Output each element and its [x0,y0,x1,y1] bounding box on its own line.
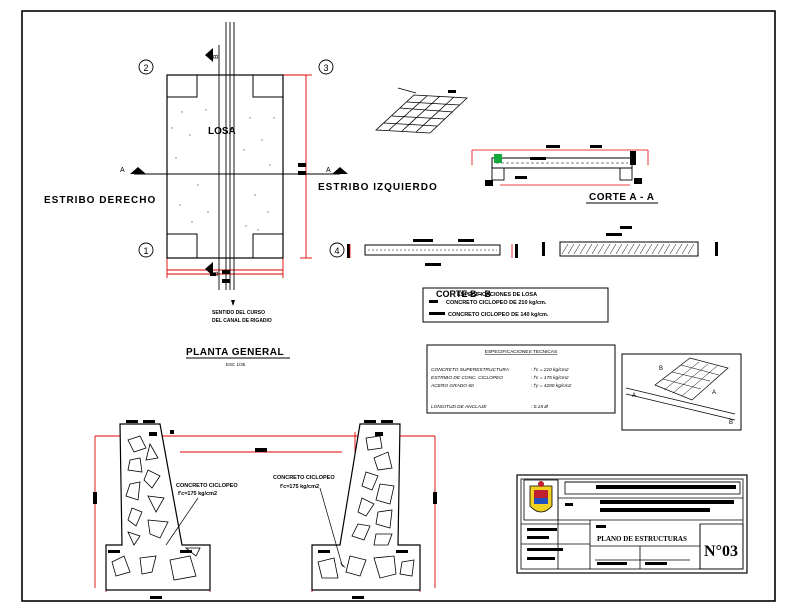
sheet-number: N°03 [704,543,738,560]
tech-specs-title: ESPECIFICACIONES TECNICAS [485,349,557,355]
tech-spec-label-4: LONGITUD DE ANCLAJE [431,404,487,410]
slab-specs-line2: CONCRETO CICLOPEO DE 140 kg/cm. [448,312,549,318]
plan-view: A A B B 2 3 1 4 LOSA ESTRIBO DERECHO EST… [44,22,438,367]
section-b-b-title: CORTE B - B [436,289,491,299]
axis-bubble-4: 4 [334,246,339,256]
tech-spec-label-2: ESTRIBO DE CONC. CICLOPEO [431,375,503,381]
flow-direction-line1: SENTIDO DEL CURSO [212,310,265,316]
slab-specs-line1: CONCRETO CICLOPEO DE 210 kg/cm. [446,300,547,306]
plan-scale: ESC 1/35 [226,362,246,367]
right-callout-line1: CONCRETO CICLOPEO [273,475,335,481]
title-block: PLANO DE ESTRUCTURAS N°03 [516,474,748,574]
axis-bubble-2: 2 [143,63,148,73]
label-estribo-izquierdo: ESTRIBO IZQUIERDO [318,182,438,193]
svg-text:B: B [659,366,663,372]
section-mark-b-bottom: B [213,271,220,276]
left-callout-line1: CONCRETO CICLOPEO [176,483,238,489]
section-mark-a-right: A [326,167,331,174]
section-b-b [347,226,718,266]
tech-spec-label-1: CONCRETO SUPERESTRUCTURA [431,367,509,373]
axis-bubble-3: 3 [323,63,328,73]
tech-spec-value-1: : f'c = 210 kg/cm2 [531,367,569,373]
svg-text:A: A [712,390,716,396]
left-callout-line2: f'c=175 kg/cm2 [178,491,217,497]
svg-text:A: A [632,393,636,399]
section-mark-a-left: A [120,167,125,174]
rebar-mesh-sketch [375,87,468,134]
sheet-border [21,10,776,602]
flow-direction-line2: DEL CANAL DE RIGADIO [212,318,272,324]
anchorage-detail-box: B A A B [621,353,742,431]
tech-spec-label-3: ACERO GRADO 60 [430,383,474,389]
slab-specs-title: ESPECIFICACIONES DE LOSA [457,292,537,298]
tech-spec-value-3: : f'y = 4200 kg/cm2 [531,383,572,389]
right-callout-line2: f'c=175 kg/cm2 [280,484,319,490]
tech-specs-box: ESPECIFICACIONES TECNICAS CONCRETO SUPER… [426,344,616,414]
tech-spec-value-2: : f'c = 175 kg/cm2 [531,375,569,381]
section-mark-b-top: B [213,54,220,59]
section-a-a: CORTE A - A [471,145,658,204]
section-a-a-title: CORTE A - A [589,192,655,203]
plan-name: PLANO DE ESTRUCTURAS [597,535,687,543]
left-abutment [105,423,211,591]
abutment-elevation: CONCRETO CICLOPEO f'c=175 kg/cm2 CONCRET… [93,420,437,599]
tech-spec-value-4: : 0.15 Ø [531,404,548,410]
plan-title: PLANTA GENERAL [186,347,284,358]
svg-text:B: B [729,420,733,426]
right-abutment [311,423,421,591]
slab-outline [166,74,284,259]
slab-specs-box: CORTE B - B ESPECIFICACIONES DE LOSA CON… [422,287,609,323]
label-losa: LOSA [208,126,236,137]
axis-bubble-1: 1 [143,246,148,256]
label-estribo-derecho: ESTRIBO DERECHO [44,195,156,206]
